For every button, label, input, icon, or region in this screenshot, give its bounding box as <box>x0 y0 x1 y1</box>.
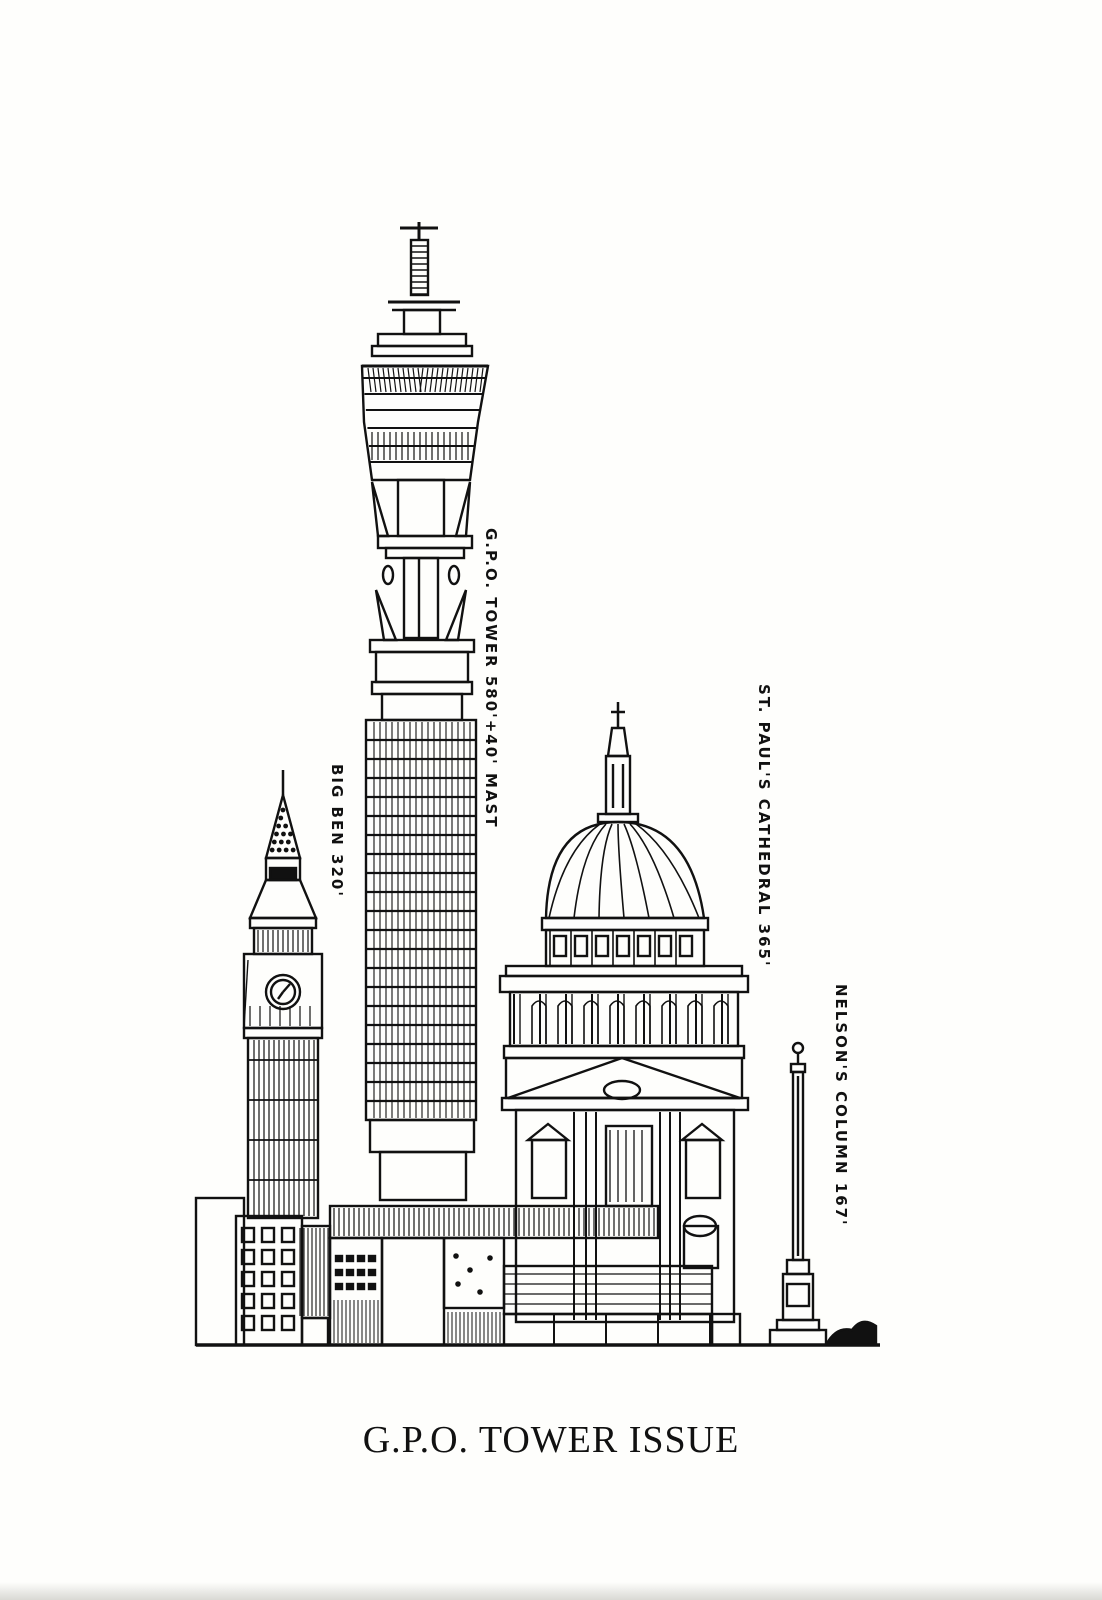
gpo-tower <box>360 222 490 1202</box>
label-st-pauls: ST. PAUL'S CATHEDRAL 365' <box>755 684 773 968</box>
nelsons-column <box>768 1041 878 1347</box>
label-gpo-tower: G.P.O. TOWER 580'+40' MAST <box>482 528 500 829</box>
label-nelsons-column: NELSON'S COLUMN 167' <box>832 984 850 1227</box>
label-big-ben: BIG BEN 320' <box>328 764 346 898</box>
card-bottom-edge <box>0 1582 1102 1600</box>
foreground-buildings <box>194 1196 742 1347</box>
big-ben <box>242 770 324 1220</box>
caption-title: G.P.O. TOWER ISSUE <box>362 1419 740 1461</box>
st-pauls-cathedral <box>498 702 750 1324</box>
